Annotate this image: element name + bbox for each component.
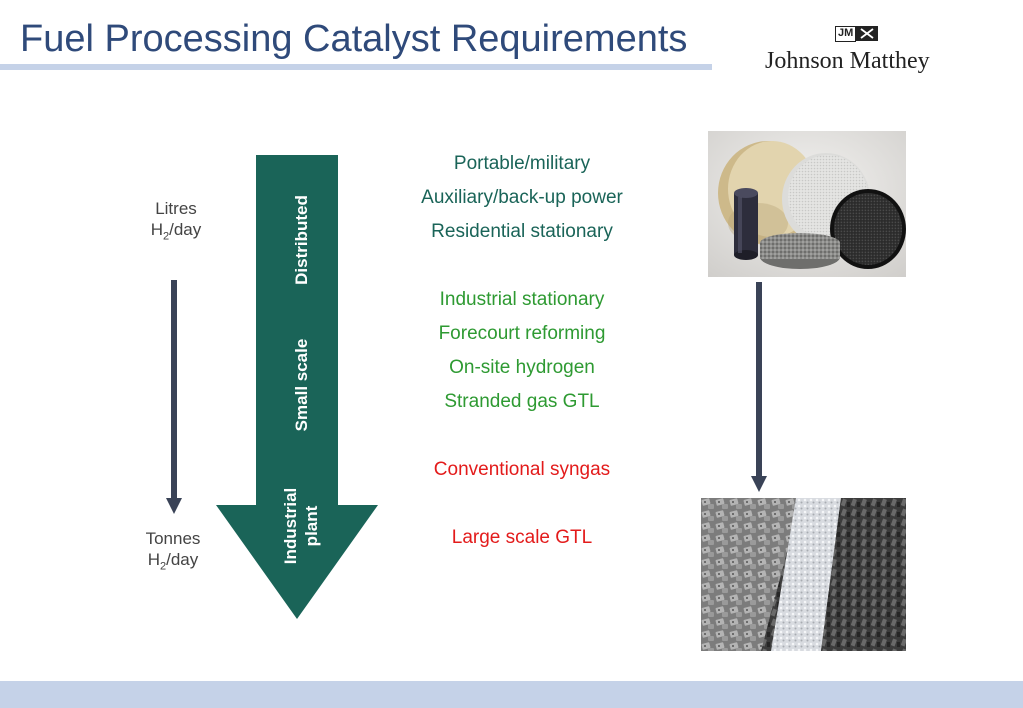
monolith-catalyst-photo: [708, 131, 906, 277]
arrow-label-plant: plant: [302, 505, 321, 547]
jm-mark-text: JM: [835, 26, 857, 42]
company-name: Johnson Matthey: [765, 48, 930, 74]
application-item: Auxiliary/back-up power: [421, 187, 623, 208]
scale-label-bottom-unit: Tonnes: [145, 529, 201, 548]
catalyst-form-arrow: [751, 282, 767, 492]
application-item: Portable/military: [453, 153, 591, 174]
crossed-hammers-icon: [856, 26, 879, 41]
scale-label-bottom: Tonnes H2/day: [113, 528, 233, 577]
application-item: On-site hydrogen: [449, 357, 595, 378]
application-item: Residential stationary: [431, 221, 613, 242]
application-item: Large scale GTL: [451, 527, 593, 548]
scale-label-top-unit: Litres: [155, 199, 197, 218]
scale-label-top-per-day: H2/day: [150, 220, 202, 243]
scale-category-arrow: [216, 155, 378, 619]
application-item: Conventional syngas: [433, 459, 611, 480]
slide-title: Fuel Processing Catalyst Requirements: [20, 18, 688, 60]
scale-label-top: Litres H2/day: [116, 198, 236, 247]
arrow-label-industrial-plant: Industrial plant: [280, 486, 324, 566]
pellet-catalyst-photo: [701, 498, 906, 651]
footer-band: [0, 681, 1023, 708]
application-item: Industrial stationary: [439, 289, 605, 310]
application-item: Forecourt reforming: [438, 323, 606, 344]
arrow-label-small-scale: Small scale: [292, 338, 311, 432]
scale-label-bottom-per-day: H2/day: [147, 550, 199, 573]
jm-mark: JM: [835, 26, 887, 42]
title-underline: [0, 64, 712, 70]
application-item: Stranded gas GTL: [444, 391, 600, 412]
arrow-label-industrial: Industrial: [281, 487, 300, 565]
arrow-label-distributed: Distributed: [292, 195, 311, 285]
scale-down-arrow: [166, 280, 182, 514]
johnson-matthey-logo: JM Johnson Matthey: [765, 26, 965, 80]
